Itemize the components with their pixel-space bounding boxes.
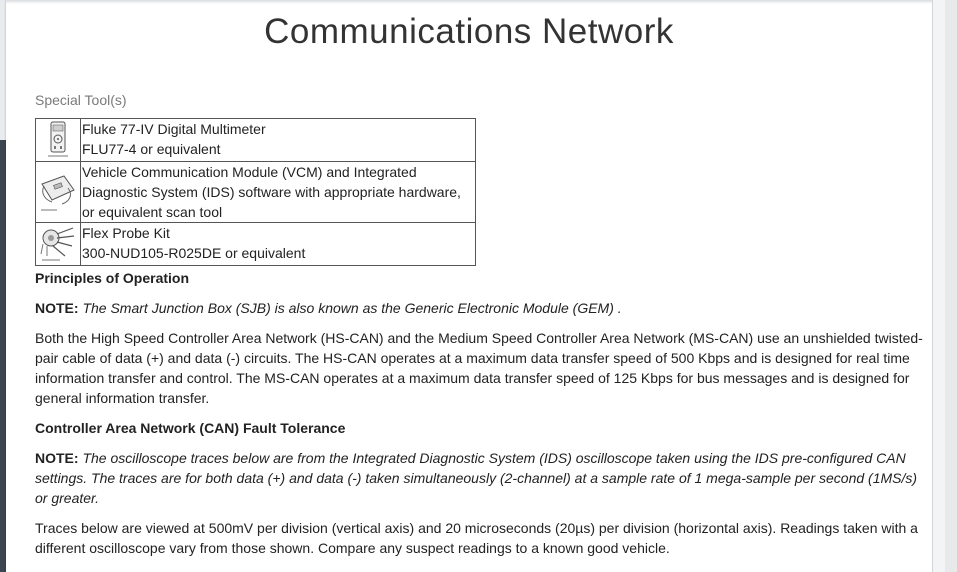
principles-note: NOTE: The Smart Junction Box (SJB) is al… bbox=[35, 298, 925, 318]
tool-icon-cell bbox=[35, 118, 81, 162]
tool-row-probe-kit: Flex Probe Kit 300-NUD105-R025DE or equi… bbox=[35, 222, 476, 266]
tool-name: Fluke 77-IV Digital Multimeter bbox=[82, 121, 266, 137]
special-tools-table: Fluke 77-IV Digital Multimeter FLU77-4 o… bbox=[35, 118, 476, 266]
principles-paragraph: Both the High Speed Controller Area Netw… bbox=[35, 330, 923, 406]
tool-name: Vehicle Communication Module (VCM) and I… bbox=[82, 164, 417, 180]
scrollbar-thumb[interactable] bbox=[945, 0, 957, 572]
tool-part-number: FLU77-4 or equivalent bbox=[82, 141, 221, 157]
fault-tolerance-heading: Controller Area Network (CAN) Fault Tole… bbox=[35, 420, 346, 436]
background-strip bbox=[0, 0, 6, 572]
tool-text-cell: Flex Probe Kit 300-NUD105-R025DE or equi… bbox=[80, 222, 476, 266]
page-top-shadow bbox=[6, 0, 932, 4]
tool-icon-cell bbox=[35, 222, 81, 266]
fault-tolerance-note: NOTE: The oscilloscope traces below are … bbox=[35, 448, 925, 508]
fault-tolerance-paragraph: Traces below are viewed at 500mV per div… bbox=[35, 520, 918, 556]
note-text: The oscilloscope traces below are from t… bbox=[35, 450, 918, 506]
tool-row-multimeter: Fluke 77-IV Digital Multimeter FLU77-4 o… bbox=[35, 118, 476, 162]
special-tools-label: Special Tool(s) bbox=[35, 92, 127, 108]
probe-kit-icon bbox=[40, 227, 75, 261]
multimeter-icon bbox=[48, 121, 68, 157]
vcm-icon bbox=[41, 175, 75, 211]
tool-icon-cell bbox=[35, 161, 81, 223]
tool-text-cell: Fluke 77-IV Digital Multimeter FLU77-4 o… bbox=[80, 118, 476, 162]
note-label: NOTE: bbox=[35, 300, 79, 316]
tool-row-vcm: Vehicle Communication Module (VCM) and I… bbox=[35, 161, 476, 223]
tool-name: Flex Probe Kit bbox=[82, 225, 170, 241]
tool-name-continued: Diagnostic System (IDS) software with ap… bbox=[82, 184, 461, 200]
tool-part-number: 300-NUD105-R025DE or equivalent bbox=[82, 245, 306, 261]
page-title: Communications Network bbox=[264, 12, 674, 51]
document-page: Communications Network Special Tool(s) bbox=[6, 0, 932, 572]
tool-text-cell: Vehicle Communication Module (VCM) and I… bbox=[80, 161, 476, 223]
tool-part-number: or equivalent scan tool bbox=[82, 204, 223, 220]
note-text: The Smart Junction Box (SJB) is also kno… bbox=[82, 300, 622, 316]
note-label: NOTE: bbox=[35, 450, 79, 466]
document-content: Special Tool(s) Fluke 77-IV Digital M bbox=[35, 90, 925, 568]
principles-heading: Principles of Operation bbox=[35, 270, 190, 286]
